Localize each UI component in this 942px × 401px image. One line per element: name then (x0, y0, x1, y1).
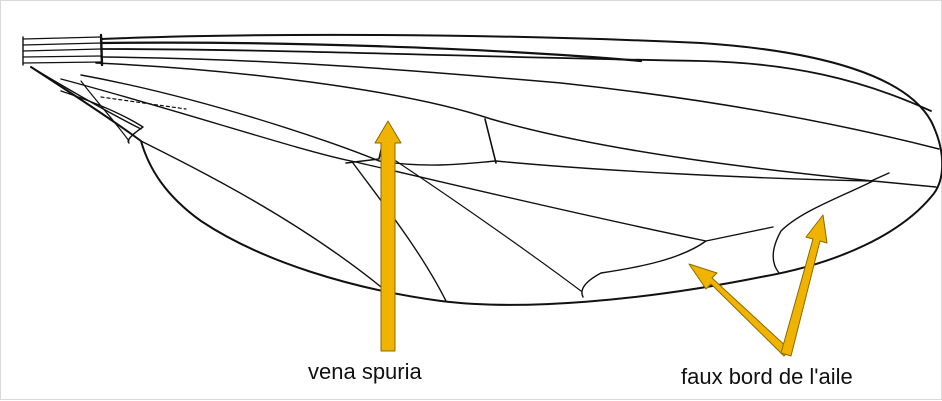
crossvein-lower (141, 141, 386, 291)
label-vena-spuria: vena spuria (308, 361, 422, 383)
wing-outline (31, 35, 942, 305)
wing-base-stem (23, 37, 101, 63)
vein-alula-lobe (81, 81, 129, 141)
vein-cu-distal (396, 161, 581, 291)
vein-r23 (101, 57, 939, 149)
arrow-faux-bord-right (781, 215, 827, 356)
arrow-vena-spuria (375, 121, 401, 351)
arrows (375, 121, 827, 356)
label-faux-bord: faux bord de l'aile (681, 366, 853, 388)
crossvein-rm (485, 119, 496, 163)
vein-false-margin-inner (582, 241, 706, 297)
vein-m-distal (706, 227, 773, 241)
vein-r1 (101, 49, 931, 111)
wing (23, 35, 942, 305)
crossvein-distal (871, 173, 889, 181)
crossvein-spuria-join (346, 141, 383, 163)
vena-spuria-dashed (101, 97, 186, 109)
arrow-faux-bord-left (689, 264, 790, 356)
vein-m (81, 75, 873, 181)
crossvein-mid (353, 163, 446, 301)
